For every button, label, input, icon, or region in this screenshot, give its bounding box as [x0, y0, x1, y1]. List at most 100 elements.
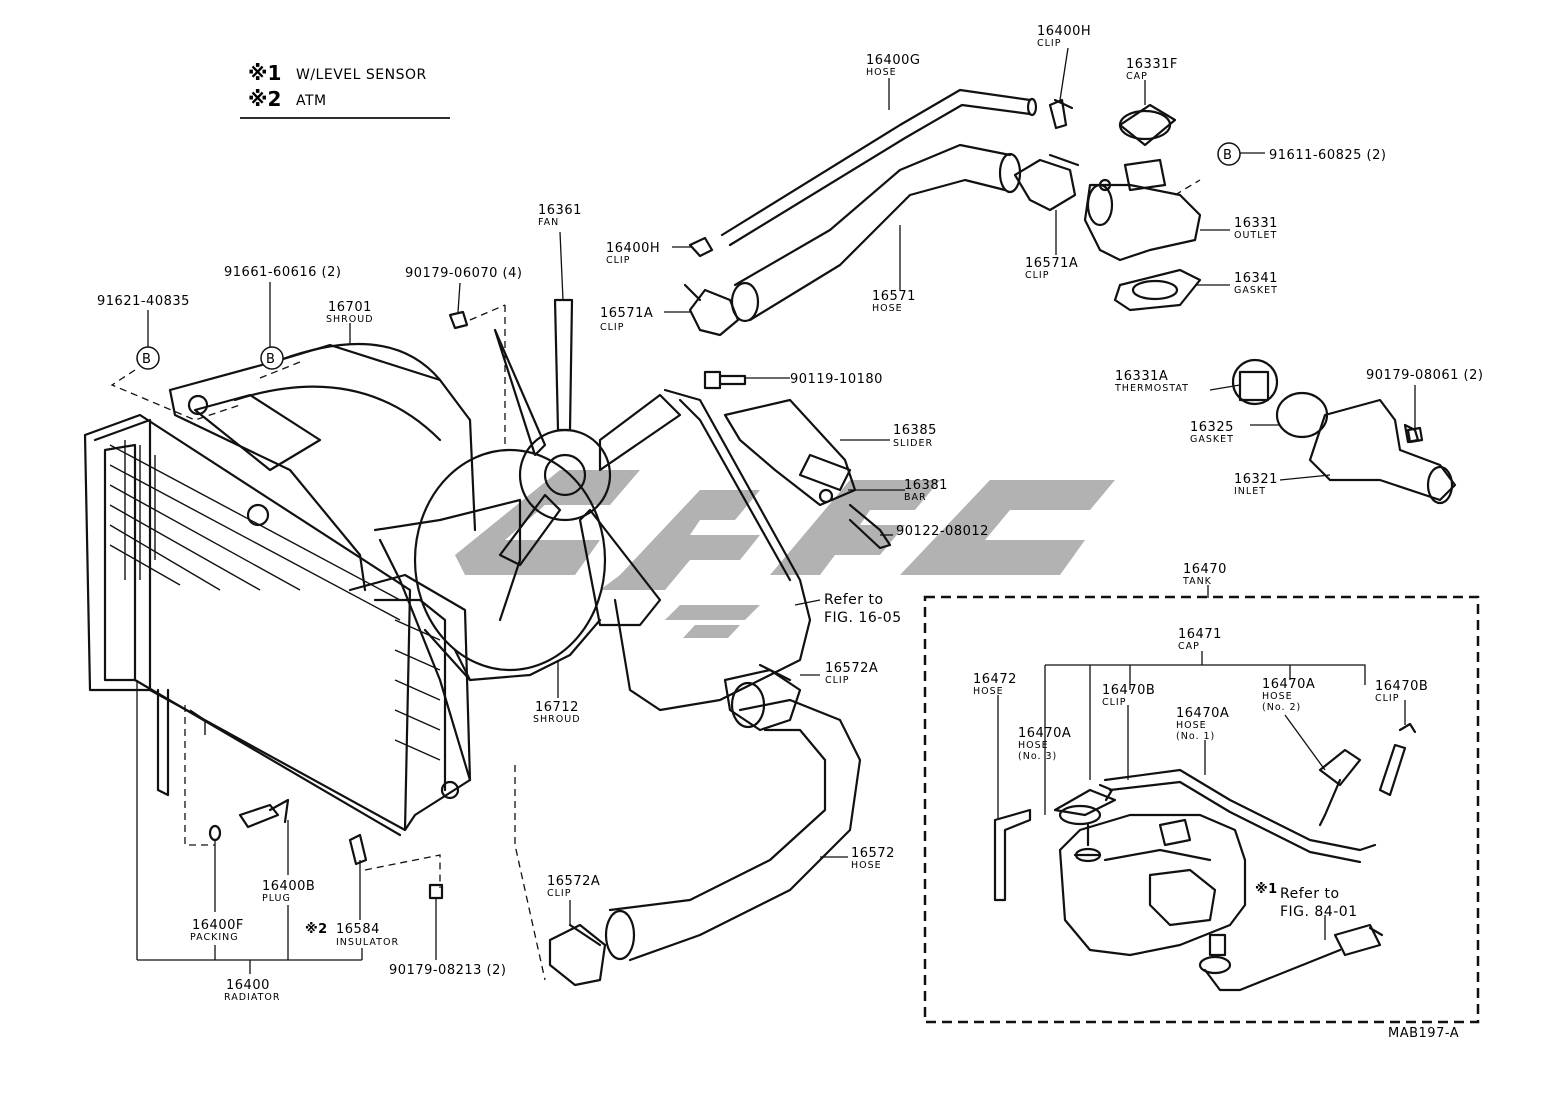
part-name: GASKET — [1190, 434, 1234, 445]
part-number: 90179-08213 (2) — [389, 963, 506, 978]
part-name: TANK — [1182, 576, 1212, 587]
callout-90122: 90122-08012 — [896, 524, 988, 539]
part-name: OUTLET — [1234, 230, 1277, 241]
part-name: CLIP — [547, 888, 571, 899]
part-name: CLIP — [1037, 38, 1061, 49]
callout-90179-08061: 90179-08061 (2) — [1366, 368, 1483, 383]
legend: ※1 W/LEVEL SENSOR ※2 ATM — [240, 61, 450, 119]
clips-upper-drawing — [683, 98, 1080, 337]
callout-16381: 16381 BAR — [904, 478, 948, 503]
legend-text-2: ATM — [296, 93, 327, 109]
part-mark: ※2 — [305, 922, 328, 937]
part-name: CAP — [1178, 641, 1200, 652]
part-name: SHROUD — [533, 714, 581, 725]
reference-line-2: FIG. 16-05 — [824, 610, 902, 626]
callout-16400F: 16400F PACKING — [190, 918, 244, 943]
part-number: 16361 — [538, 203, 582, 218]
part-number: 16470B — [1102, 683, 1155, 698]
part-number: 16472 — [973, 672, 1017, 687]
part-number: 16712 — [535, 700, 579, 715]
tank-drawing — [993, 722, 1417, 992]
callout-16712: 16712 SHROUD — [533, 700, 581, 725]
figure-code: MAB197-A — [1388, 1026, 1459, 1041]
part-number: 90179-08061 (2) — [1366, 368, 1483, 383]
part-number: 90119-10180 — [790, 372, 883, 387]
callout-16572A-top: 16572A CLIP — [825, 661, 878, 686]
callout-91611: 91611-60825 (2) — [1269, 148, 1386, 163]
reference-fig-16-05: Refer to FIG. 16-05 — [824, 592, 902, 626]
part-name: HOSE — [851, 860, 882, 871]
callout-16385: 16385 SLIDER — [893, 423, 936, 449]
tank-box — [923, 595, 1480, 1024]
part-name: PLUG — [262, 893, 291, 904]
part-number: 16571A — [600, 306, 653, 321]
callout-16321: 16321 INLET — [1234, 472, 1278, 497]
part-name: CLIP — [606, 255, 630, 266]
part-number: 16584 — [336, 922, 380, 937]
callout-16472: 16472 HOSE — [973, 672, 1017, 697]
shroud-lower-drawing — [373, 448, 607, 782]
callout-16400G: 16400G HOSE — [866, 53, 920, 78]
reference-fig-84-01: ※1 Refer to FIG. 84-01 — [1255, 882, 1358, 920]
reference-line-2: FIG. 84-01 — [1280, 904, 1358, 920]
part-number: 16321 — [1234, 472, 1278, 487]
part-name: CAP — [1126, 71, 1148, 82]
part-name: CLIP — [600, 322, 624, 333]
part-number: 90179-06070 (4) — [405, 266, 522, 281]
fasteners-drawing — [208, 310, 1424, 900]
callout-90119: 90119-10180 — [790, 372, 883, 387]
callout-16470B-right: 16470B CLIP — [1375, 679, 1428, 704]
part-number: 16701 — [328, 300, 372, 315]
part-number: 16341 — [1234, 271, 1278, 286]
part-name: RADIATOR — [224, 992, 280, 1003]
part-number: 16470A — [1176, 706, 1229, 721]
callout-16571A-right: 16571A CLIP — [1025, 256, 1078, 281]
dashed-guides — [110, 179, 1201, 981]
part-name: HOSE — [1018, 740, 1049, 751]
callout-16701: 16701 SHROUD — [326, 300, 373, 325]
watermark-logo — [455, 470, 1115, 638]
part-name: CLIP — [1102, 697, 1126, 708]
part-number: 16331F — [1126, 57, 1178, 72]
part-number: 16381 — [904, 478, 948, 493]
part-name: HOSE — [872, 303, 903, 314]
callout-16331A: 16331A THERMOSTAT — [1114, 369, 1188, 394]
callout-16470: 16470 TANK — [1182, 562, 1226, 587]
callout-16471: 16471 CAP — [1178, 627, 1221, 652]
part-number: 16400F — [192, 918, 244, 933]
part-name: CLIP — [1375, 693, 1399, 704]
callout-16572: 16572 HOSE — [851, 846, 894, 871]
part-name: GASKET — [1234, 285, 1278, 296]
outlet-assembly-drawing — [1083, 103, 1202, 312]
ref-symbol-b-label-1: B — [142, 352, 151, 367]
reference-mark: ※1 — [1255, 882, 1278, 897]
callout-16470B-mid: 16470B CLIP — [1102, 683, 1155, 708]
part-number: 16470A — [1262, 677, 1315, 692]
hose-16572-drawing — [548, 663, 862, 987]
ref-symbol-b-1: B — [136, 346, 160, 370]
radiator-drawing — [83, 413, 472, 837]
callout-16341: 16341 GASKET — [1234, 271, 1278, 296]
part-number: 16572A — [547, 874, 600, 889]
callout-16400H-left: 16400H CLIP — [606, 241, 660, 266]
ref-symbol-b-3: B — [1217, 142, 1241, 166]
part-number: 91661-60616 (2) — [224, 265, 341, 280]
callout-16361: 16361 FAN — [538, 203, 582, 228]
callout-91621: 91621-40835 — [97, 294, 189, 309]
part-number: 16470A — [1018, 726, 1071, 741]
part-variant: (No. 2) — [1262, 702, 1301, 713]
part-name: INLET — [1234, 486, 1266, 497]
ref-symbol-b-2: B — [260, 346, 284, 370]
callout-16571: 16571 HOSE — [872, 289, 915, 314]
part-name: FAN — [538, 217, 559, 228]
callout-16331: 16331 OUTLET — [1234, 216, 1277, 241]
hose-16400G-drawing — [720, 88, 1038, 247]
part-number: 16572A — [825, 661, 878, 676]
part-number: 16470B — [1375, 679, 1428, 694]
leader-lines — [136, 47, 1416, 974]
ref-symbol-b-label-2: B — [266, 352, 275, 367]
lower-frame-drawing — [613, 388, 857, 712]
callout-16470A-no1: 16470A HOSE (No. 1) — [1176, 706, 1229, 742]
part-number: 91611-60825 (2) — [1269, 148, 1386, 163]
part-name: SLIDER — [893, 438, 933, 449]
